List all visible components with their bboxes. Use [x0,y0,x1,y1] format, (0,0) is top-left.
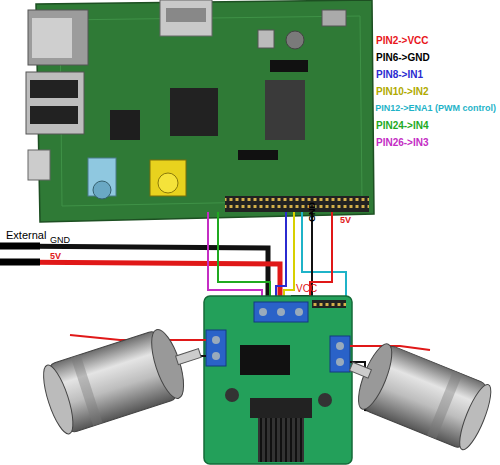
wire-label: 5V [340,216,351,225]
legend-entry: PIN6->GND [376,53,430,63]
legend-text: PIN12->ENA1 (PWM control) [375,103,496,113]
legend-text: PIN24->IN4 [376,120,429,131]
wire-label: VCC [296,284,317,294]
wire-label: 5V [50,252,61,261]
gpio-wires [208,212,346,305]
legend-text: PIN10->IN2 [376,86,429,97]
legend-entry: PIN26->IN3 [376,138,429,148]
wire-label: GND [50,236,70,245]
dc-motor [338,334,497,452]
dc-motor [38,319,211,437]
legend-entry: PIN8->IN1 [376,70,423,80]
external-cable [0,246,280,300]
raspberry-pi-board [26,0,374,222]
legend-text: PIN2->VCC [376,35,429,46]
legend-text: PIN8->IN1 [376,69,423,80]
wire-label: External [6,230,46,241]
legend-entry: PIN24->IN4 [376,121,429,131]
wire-label: GND [308,202,317,222]
legend-text: PIN6->GND [376,52,430,63]
motor-driver-board [204,296,352,464]
legend-entry: PIN10->IN2 [376,87,429,97]
legend-entry: PIN2->VCC [376,36,429,46]
legend-entry: PIN12->ENA1 (PWM control) [375,104,496,113]
legend-text: PIN26->IN3 [376,137,429,148]
